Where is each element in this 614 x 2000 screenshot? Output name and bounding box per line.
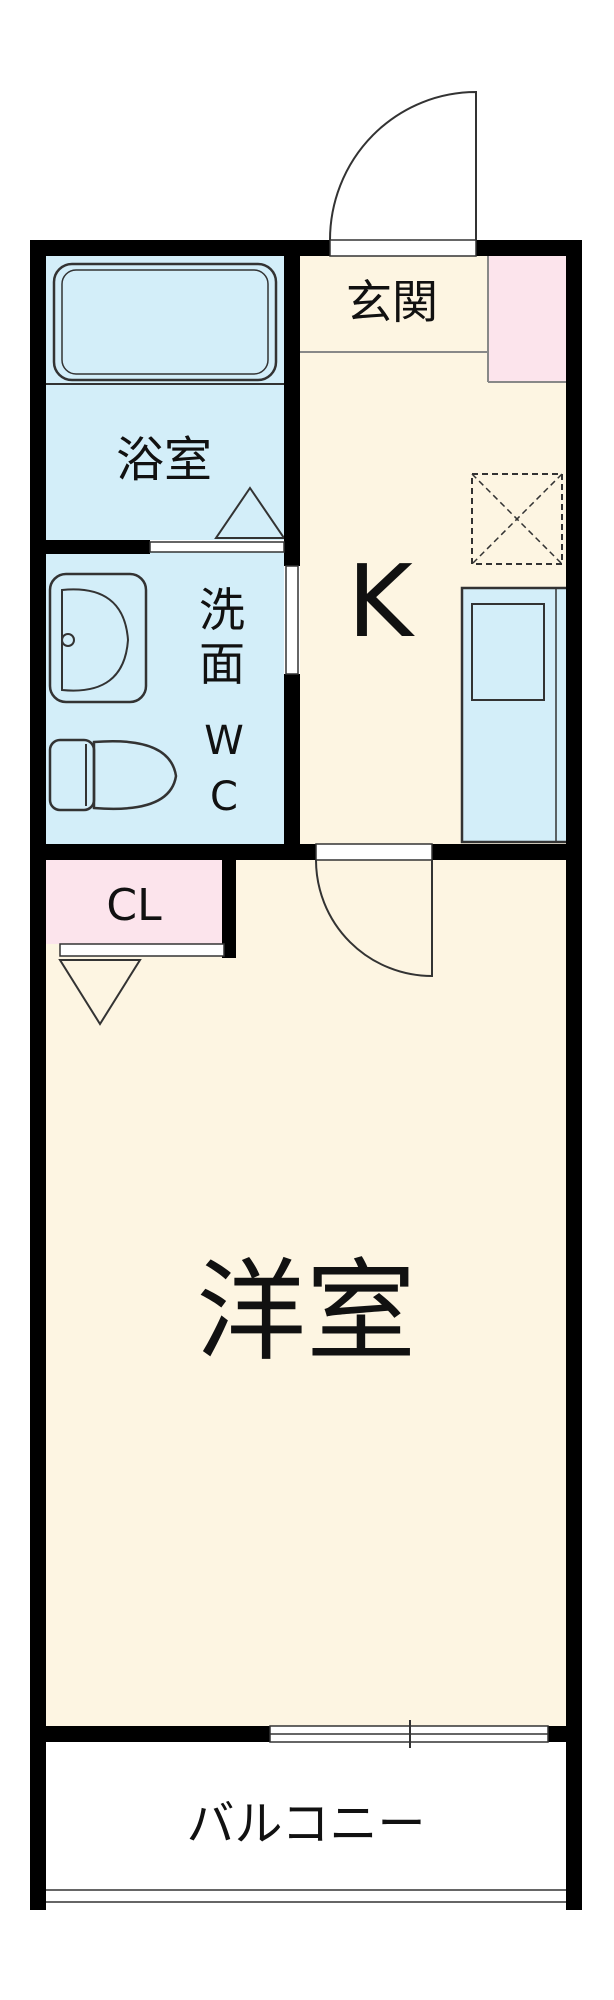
toilet-label-2: C [210, 774, 238, 820]
closet-label: CL [106, 880, 162, 931]
bath-label: 浴室 [116, 432, 212, 488]
balcony-rail [43, 1889, 569, 1903]
kitchen-counter [460, 586, 570, 844]
closet-door-opening [59, 943, 225, 957]
closet-door-swing [58, 959, 142, 1026]
shoe-cabinet [488, 256, 568, 382]
washroom-label-1: 洗 [199, 583, 245, 637]
bathtub-inner [61, 269, 269, 375]
fridge-space [471, 473, 563, 565]
entrance-area [300, 256, 488, 352]
closet-area-top [44, 858, 224, 944]
faucet-icon [61, 633, 75, 647]
wash-door-opening [285, 565, 299, 675]
western-room-area [44, 858, 568, 1726]
kitchen-label: K [347, 543, 415, 660]
bath-door-opening [149, 541, 285, 553]
walls [30, 240, 582, 1910]
entrance-door-opening [329, 239, 477, 257]
fridge-cross-2 [471, 473, 563, 565]
toilet-label-1: W [204, 718, 244, 764]
washbasin-bowl [61, 588, 130, 692]
balcony-rail-left [30, 1742, 46, 1910]
toilet-icon [92, 740, 178, 810]
room-door-icon [315, 859, 433, 978]
washbasin-icon [48, 572, 148, 704]
washroom-area [44, 550, 284, 844]
balcony-area [44, 1740, 568, 1896]
entrance-door-icon [329, 90, 477, 241]
balcony-rail-right [566, 1742, 582, 1910]
balcony-label: バルコニー [186, 1796, 425, 1852]
western-room-label: 洋室 [196, 1248, 416, 1376]
washroom-label-2: 面 [199, 637, 245, 691]
kitchen-sink-icon [471, 603, 545, 701]
room-door-opening [315, 843, 433, 861]
bath-door-swing [214, 486, 286, 539]
bathtub-icon [52, 262, 278, 382]
entrance-label: 玄関 [346, 275, 438, 329]
